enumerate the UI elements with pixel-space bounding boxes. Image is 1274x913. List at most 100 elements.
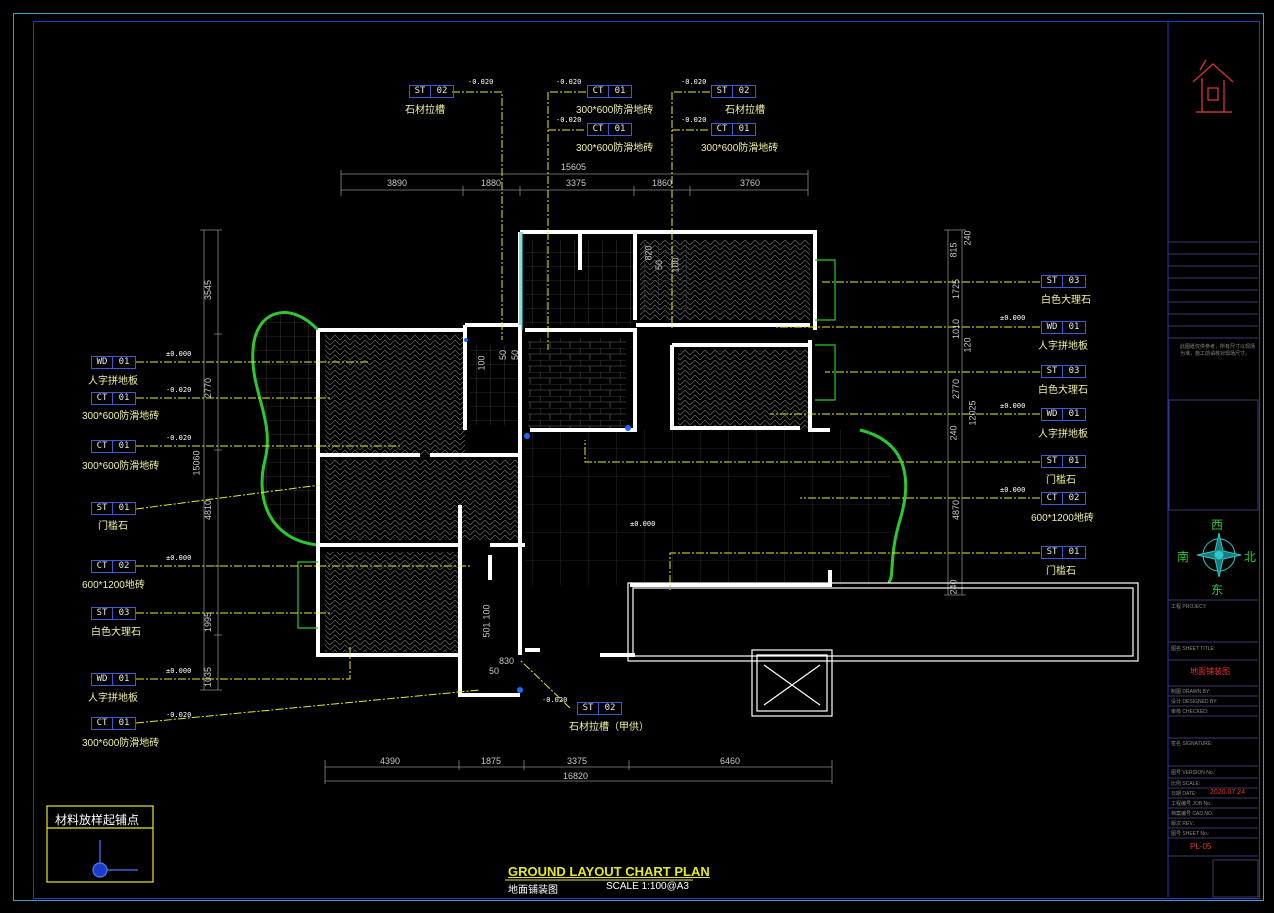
dimension-right: 240 [962,230,973,246]
left-garden-curve [251,311,320,547]
material-label: 300*600防滑地砖 [701,143,779,154]
sheet-title: 地面铺装图 [1190,667,1230,676]
level-mark: ±0.000 [166,667,192,675]
title-block-field: 签名 SIGNATURE: [1171,741,1213,747]
material-label: 人字拼地板 [88,376,138,387]
room-dimension: 50 [498,349,509,361]
legend-symbol [46,805,154,883]
drawing-scale: SCALE 1:100@A3 [606,881,689,892]
title-block-field: 版次 REV.: [1171,821,1195,827]
dimension-left: 1035 [203,666,214,688]
material-label: 门槛石 [98,521,128,532]
dimension-left: 4810 [203,499,214,521]
material-label: 人字拼地板 [1038,429,1088,440]
level-mark: -0.020 [166,711,192,719]
material-label: 300*600防滑地砖 [82,461,160,472]
level-mark: ±0.000 [1000,486,1026,494]
dimension-right: 2770 [951,378,962,400]
dimension-right: 1010 [951,318,962,340]
level-mark: -0.020 [556,78,582,86]
level-mark: ±0.000 [166,554,192,562]
level-mark: -0.020 [681,78,707,86]
dimension-right: 815 [948,242,959,258]
room-dimension: 50 [489,666,500,676]
material-label: 石材拉槽（甲供） [569,722,649,733]
drawing-title-cn: 地面铺装图 [508,885,558,896]
material-label: 白色大理石 [1041,295,1091,306]
leader-lines [135,91,1040,724]
dimension-right: 240 [948,579,959,595]
dimension-top: 3375 [566,178,587,188]
title-block-field: 设计 DESIGNED BY: [1171,699,1218,705]
dimension-left: 3545 [203,279,214,301]
level-mark: -0.020 [542,696,568,704]
inner-frame [33,21,1260,899]
material-label: 300*600防滑地砖 [576,105,654,116]
material-label: 门槛石 [1046,566,1076,577]
balcony-outline [297,232,1139,717]
material-label: 人字拼地板 [1038,341,1088,352]
compass-north: 北 [1244,550,1257,564]
room-dimension: 50 [654,259,665,271]
material-label: 300*600防滑地砖 [82,411,160,422]
room-dimension: 100 [481,604,492,620]
material-label: 300*600防滑地砖 [82,738,160,749]
title-block-field: 审核 CHECKED: [1171,709,1209,715]
material-label: 白色大理石 [91,627,141,638]
title-block-field: 日期 DATE: [1171,791,1197,797]
dimension-right: 240 [948,425,959,441]
room-dimension: 50 [510,349,521,361]
level-mark: -0.020 [681,116,707,124]
material-label: 白色大理石 [1038,385,1088,396]
material-label: 300*600防滑地砖 [576,143,654,154]
dimension-top: 3760 [740,178,761,188]
material-label: 600*1200地砖 [82,580,145,591]
level-mark: -0.020 [166,386,192,394]
dimension-right: 4870 [951,499,962,521]
room-dimension: 820 [643,245,654,261]
sheet-number: PL-05 [1190,842,1212,851]
title-block-field: 工程 PROJECT: [1171,604,1207,610]
dimension-total-bottom: 16820 [563,771,589,781]
dimension-top: 1880 [481,178,502,188]
drawing-title: GROUND LAYOUT CHART PLAN [508,864,710,879]
company-logo [1192,59,1234,113]
level-mark: -0.020 [556,116,582,124]
material-label: 石材拉槽 [405,105,445,116]
dimension-total-left: 15060 [191,450,202,476]
title-block-field: 工程编号 JOB No.: [1171,801,1213,807]
room-dimension: 501 [481,622,492,638]
room-dimension: 100 [476,355,487,371]
dimension-top: 1860 [652,178,673,188]
level-mark: -0.020 [166,434,192,442]
dimension-bottom: 3375 [567,756,588,766]
title-block-field: 比例 SCALE: [1171,781,1201,787]
drawing-date: 2020.07.24 [1210,789,1246,796]
material-label: 石材拉槽 [725,105,765,116]
floor-level-mark: ±0.000 [630,520,656,528]
dimension-top: 3890 [387,178,408,188]
title-block-field: 档案编号 CAD NO.: [1171,811,1215,817]
material-label: 600*1200地砖 [1031,513,1094,524]
